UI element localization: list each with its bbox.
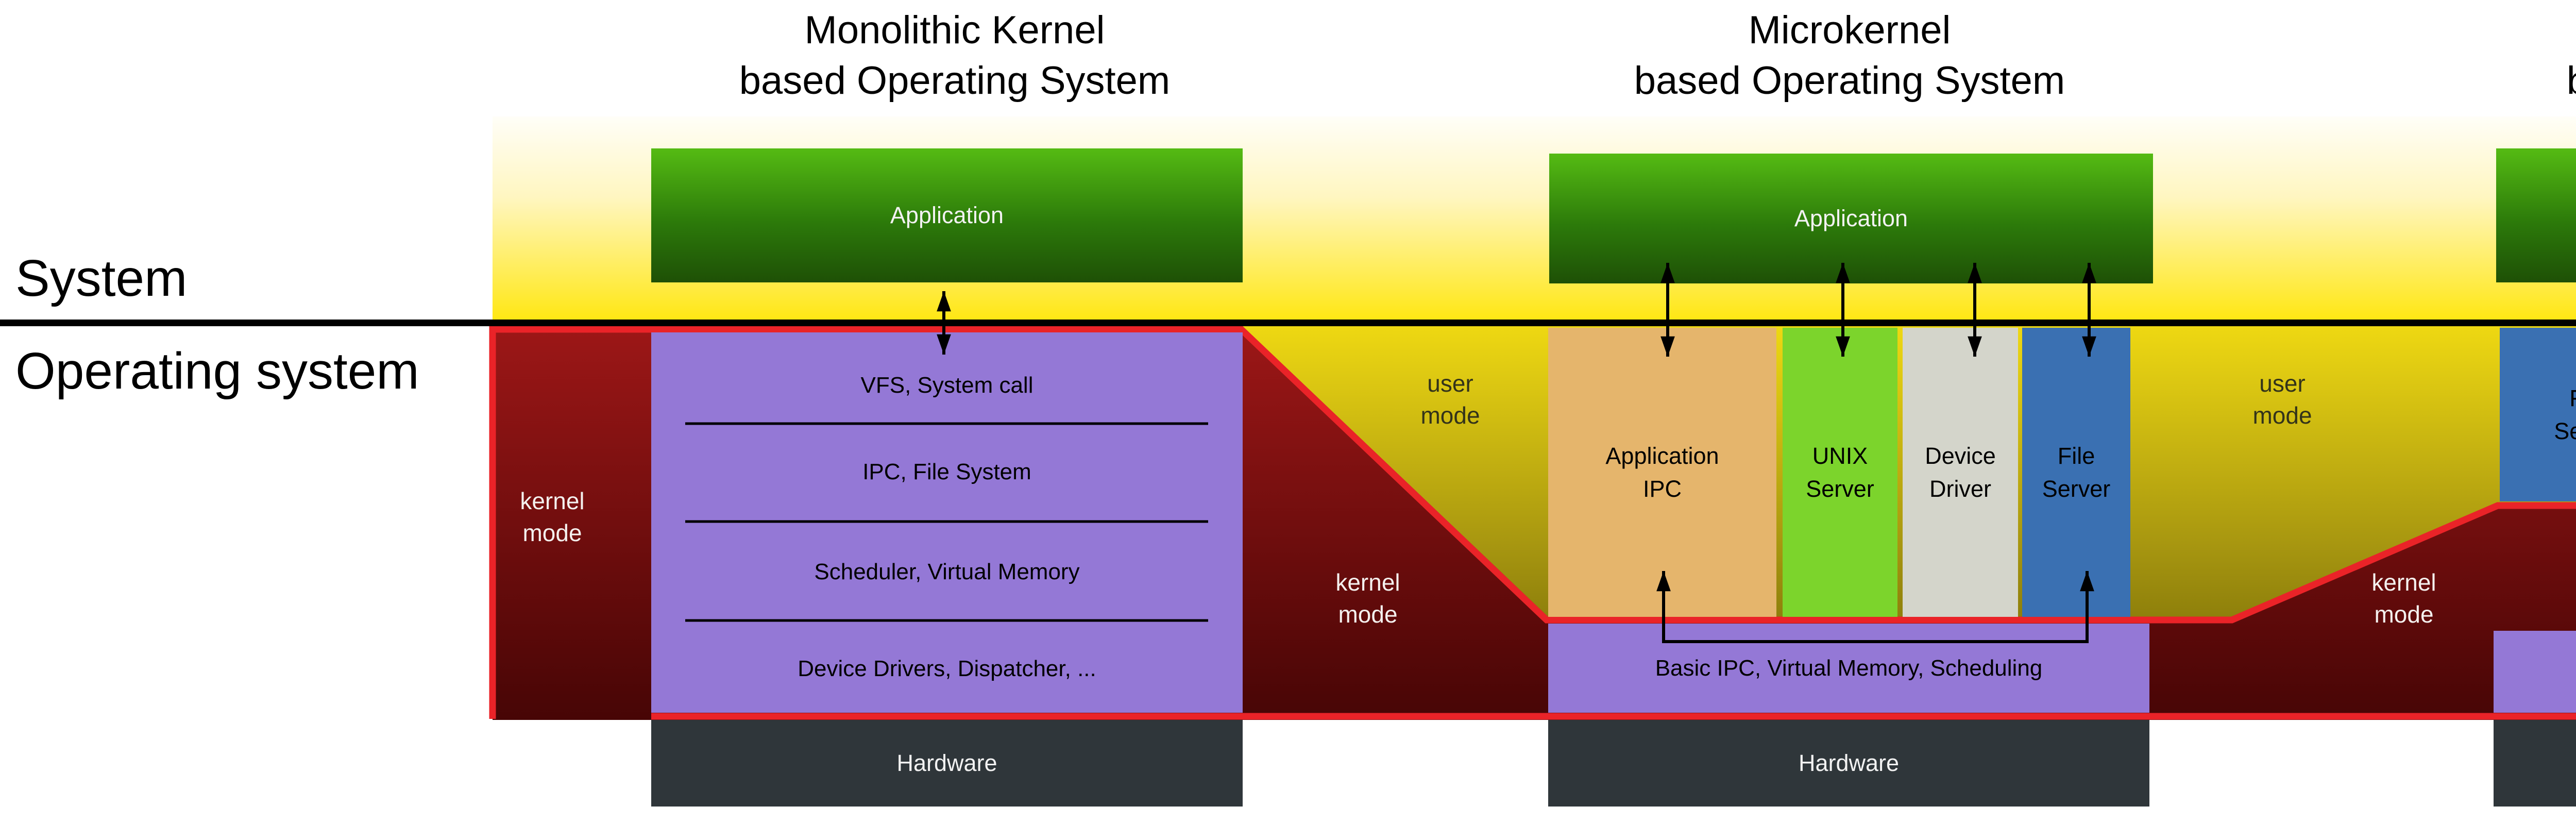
monolithic-kernel-row-scheduler: Scheduler, Virtual Memory [814,559,1080,584]
label-system: System [15,249,188,307]
title-hybrid-line1: "Hybrid kernel" [2344,5,2576,56]
monolithic-kernel-row-ipc: IPC, File System [862,459,1031,484]
title-hybrid: "Hybrid kernel" based Operating System [2344,5,2576,106]
hybrid-kernel-mode-label: kernel mode [2371,569,2436,628]
microkernel-kernel-box: Basic IPC, Virtual Memory, Scheduling [1548,624,2149,713]
system-os-divider-line [0,320,2576,326]
microkernel-application-label: Application [1794,205,1908,231]
monolithic-kernel-mode-label: kernel mode [520,488,585,546]
monolithic-hardware-box: Hardware [651,720,1243,807]
microkernel-file-server-box: File Server [2022,328,2130,617]
microkernel-kernel-mode-label: kernel mode [1335,569,1400,628]
microkernel-hardware-box: Hardware [1548,720,2149,807]
hybrid-kernel-box: Basic IPC, Virtual Memory, Scheduling [2494,631,2576,713]
monolithic-hardware-label: Hardware [896,750,997,776]
microkernel-application-box: Application [1549,154,2153,283]
monolithic-application-box: Application [651,148,1243,282]
microkernel-kernel-label: Basic IPC, Virtual Memory, Scheduling [1655,655,2043,681]
title-monolithic: Monolithic Kernel based Operating System [517,5,1393,106]
microkernel-hardware-label: Hardware [1798,750,1900,776]
hybrid-hardware-box: Hardware [2494,720,2576,807]
monolithic-application-label: Application [890,202,1004,228]
title-microkernel-line1: Microkernel [1748,8,1951,52]
title-microkernel: Microkernel based Operating System [1412,5,2287,106]
microkernel-unix-server-box: UNIX Server [1783,328,1897,617]
monolithic-kernel-row-drivers: Device Drivers, Dispatcher, ... [798,656,1096,681]
hybrid-file-server-box: File Server [2500,328,2576,501]
microkernel-application-ipc-box: Application IPC [1548,328,1776,617]
microkernel-user-mode-label: user mode [1420,370,1480,429]
hybrid-application-box: Application [2496,148,2576,282]
hybrid-user-mode-label: user mode [2252,370,2312,429]
microkernel-device-driver-box: Device Driver [1903,328,2018,617]
label-operating-system: Operating system [15,342,419,400]
title-monolithic-line1: Monolithic Kernel [804,8,1105,52]
monolithic-kernel-row-vfs: VFS, System call [860,373,1033,398]
title-microkernel-line2: based Operating System [1634,59,2065,103]
title-hybrid-line2: based Operating System [2344,56,2576,106]
title-monolithic-line2: based Operating System [739,59,1171,103]
